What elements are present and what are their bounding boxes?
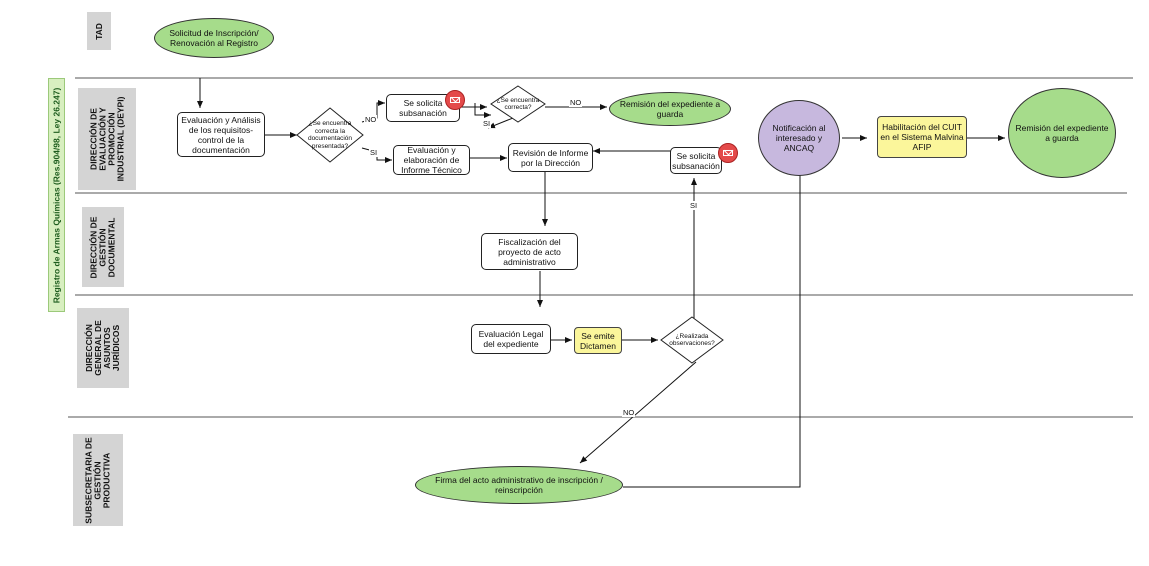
registry-side-label: Registro de Armas Químicas (Res.904/98, … [48,78,65,312]
edge-label-si-3: SI [689,201,699,210]
node-revision-informe: Revisión de Informe por la Dirección [508,143,593,172]
lane-label-asuntos-juridicos: DIRECCIÓN GENERAL DE ASUNTOS JURÍDICOS [77,308,129,388]
node-fiscalizacion: Fiscalización del proyecto de acto admin… [481,233,578,270]
lane-label-gestion-documental: DIRECCIÓN DE GESTIÓN DOCUMENTAL [82,207,124,287]
node-decision-correcta: ¿Se encuentra correcta? [496,96,540,112]
node-evaluacion: Evaluación y Análisis de los requisitos-… [177,112,265,157]
node-subsanacion-2: Se solicita subsanación [670,147,722,174]
edge-label-si-1: SI [369,148,379,157]
decision-diamonds [296,85,724,364]
node-firma: Firma del acto administrativo de inscrip… [415,466,623,504]
flow-arrows [197,78,1005,488]
edge-label-no-1: NO [364,115,378,124]
node-informe-tecnico: Evaluación y elaboración de Informe Técn… [393,145,470,175]
node-remision-2: Remisión del expediente a guarda [1008,88,1116,178]
lane-label-gestion-productiva: SUBSECRETARIA DE GESTIÓN PRODUCTIVA [73,434,123,526]
node-solicitud: Solicitud de Inscripción/ Renovación al … [154,18,274,58]
lane-label-tad: TAD [87,12,111,50]
node-remision-1: Remisión del expediente a guarda [609,92,731,126]
node-decision-documentacion: ¿Se encuentra correcta la documentación … [307,120,353,150]
node-decision-observaciones: ¿Realizada observaciones? [669,332,715,348]
node-notificacion: Notificación al interesado y ANCAQ [758,100,840,176]
lane-label-deypi: DIRECCIÓN DE EVALUACIÓN Y PROMOCIÓN INDU… [78,88,136,190]
mail-icon [445,90,465,110]
node-evaluacion-legal: Evaluación Legal del expediente [471,324,551,354]
lane-dividers [68,77,1133,418]
edge-label-no-2: NO [569,98,583,107]
edge-label-no-3: NO [622,408,636,417]
node-dictamen: Se emite Dictamen [574,327,622,354]
edge-label-si-2: SI [482,119,492,128]
node-habilitacion: Habilitación del CUIT en el Sistema Malv… [877,116,967,158]
mail-icon [718,143,738,163]
